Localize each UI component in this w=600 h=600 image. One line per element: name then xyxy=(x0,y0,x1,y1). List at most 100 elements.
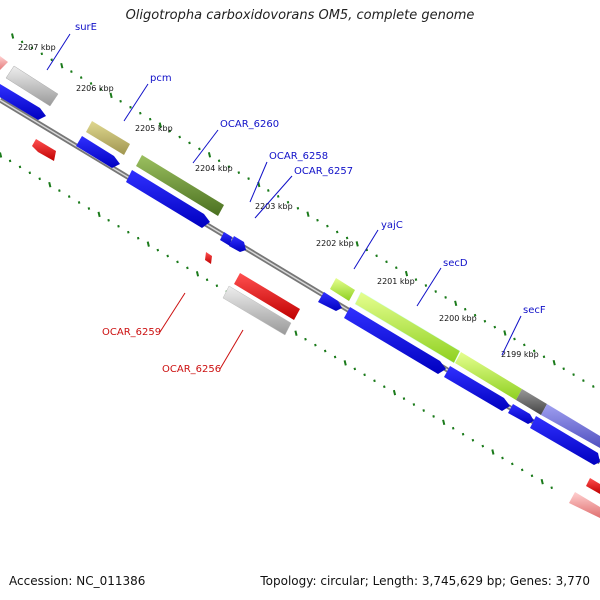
gene-label-ocar6256: OCAR_6256 xyxy=(162,364,221,375)
tick-mark xyxy=(513,337,516,341)
tick-mark xyxy=(136,236,140,240)
gene-label-yajC: yajC xyxy=(381,220,403,231)
gene-bar-gray xyxy=(0,56,8,70)
tick-mark xyxy=(8,159,12,163)
tick-mark xyxy=(77,201,81,204)
tick-mark xyxy=(0,152,3,158)
accession-text: Accession: NC_011386 xyxy=(9,574,146,588)
forward-arrow-secF-2 xyxy=(530,416,600,465)
scale-labels: 2207 kbp 2206 kbp 2205 kbp 2204 kbp 2203… xyxy=(18,43,539,359)
tick-mark xyxy=(314,343,317,347)
gene-bar-ocar6256-red xyxy=(234,273,300,320)
tick-mark xyxy=(402,397,406,400)
tick-mark xyxy=(119,99,122,103)
tick-mark xyxy=(532,349,536,353)
reverse-arrow-1 xyxy=(32,139,56,161)
tick-mark xyxy=(463,307,467,311)
tick-mark xyxy=(186,266,189,270)
tick-mark xyxy=(60,62,64,69)
tick-mark xyxy=(87,207,91,210)
gene-label-pcm: pcm xyxy=(150,73,172,84)
tick-mark xyxy=(215,284,219,288)
tick-mark xyxy=(276,195,280,198)
gene-label-ocar6259: OCAR_6259 xyxy=(102,327,161,338)
tick-mark xyxy=(198,147,201,151)
tick-mark xyxy=(523,343,526,347)
tick-mark xyxy=(127,230,130,234)
tick-mark xyxy=(168,129,172,133)
tick-mark xyxy=(79,76,83,79)
tick-mark xyxy=(511,462,514,466)
tick-mark xyxy=(30,46,34,50)
tick-mark xyxy=(117,224,120,228)
tick-mark xyxy=(363,373,366,377)
forward-arrow-ocar6258 xyxy=(220,232,232,246)
tick-mark xyxy=(296,206,300,210)
tick-mark xyxy=(471,438,475,442)
tick-mark xyxy=(40,52,44,56)
tick-mark xyxy=(343,360,347,366)
tick-mark xyxy=(107,218,110,222)
forward-arrow-surE xyxy=(0,84,46,120)
map-title: Oligotropha carboxidovorans OM5, complet… xyxy=(125,8,475,23)
gene-bar-ocar6260 xyxy=(136,155,224,216)
tick-mark xyxy=(540,478,544,485)
tick-mark xyxy=(345,236,349,240)
reverse-arrow-ocar6259 xyxy=(205,252,212,264)
tick-mark xyxy=(207,152,212,158)
scale-label: 2206 kbp xyxy=(76,84,114,93)
tick-mark xyxy=(176,260,179,264)
tick-mark xyxy=(333,355,337,359)
tick-mark xyxy=(306,211,310,217)
gene-bar-surE xyxy=(5,65,59,107)
gene-label-ocar6258: OCAR_6258 xyxy=(269,151,328,162)
tick-mark xyxy=(552,359,556,366)
feature-bars xyxy=(0,56,600,518)
gene-label-secF: secF xyxy=(523,305,546,316)
tick-mark xyxy=(542,355,546,359)
forward-arrow-secD xyxy=(344,307,446,374)
tick-mark xyxy=(461,432,465,436)
gene-bar-yajC xyxy=(330,278,355,301)
tick-mark xyxy=(67,195,71,198)
gene-bar-secF xyxy=(541,404,600,448)
forward-arrow-yajC xyxy=(318,292,342,311)
tick-mark xyxy=(373,379,376,383)
tick-mark xyxy=(385,260,388,264)
tick-mark xyxy=(483,319,487,323)
tick-mark xyxy=(129,105,132,109)
forward-gene-arrows xyxy=(0,84,600,465)
tick-mark xyxy=(50,58,53,62)
tick-mark xyxy=(503,330,507,336)
gene-label-ocar6257: OCAR_6257 xyxy=(294,166,353,177)
forward-arrow-ocar6260 xyxy=(126,170,210,228)
tick-mark xyxy=(148,117,152,121)
tick-mark xyxy=(562,367,565,371)
tick-mark xyxy=(473,313,477,317)
tick-mark xyxy=(48,181,52,188)
tick-mark xyxy=(158,122,162,128)
gene-bar-secF-dark xyxy=(516,389,547,415)
tick-mark xyxy=(58,189,61,192)
tick-mark xyxy=(432,415,435,418)
tick-mark xyxy=(28,171,32,175)
tick-mark xyxy=(156,248,160,252)
scale-label: 2207 kbp xyxy=(18,43,56,52)
tick-mark xyxy=(146,241,150,247)
tick-mark xyxy=(237,171,241,174)
topology-summary: Topology: circular; Length: 3,745,629 bp… xyxy=(260,574,590,588)
tick-mark xyxy=(205,278,209,282)
tick-mark xyxy=(227,165,231,169)
gene-label-surE: surE xyxy=(75,22,97,33)
leader-lines xyxy=(46,33,522,370)
gene-labels: surE pcm OCAR_6260 OCAR_6258 OCAR_6257 y… xyxy=(75,22,546,375)
tick-mark xyxy=(99,88,103,91)
tick-mark xyxy=(582,379,585,382)
tick-mark xyxy=(501,456,504,460)
tick-mark xyxy=(316,218,319,222)
tick-mark xyxy=(353,367,357,371)
tick-mark xyxy=(491,449,495,455)
gene-label-secD: secD xyxy=(443,258,468,269)
reverse-gene-arrows xyxy=(32,139,600,494)
gene-bar-secD-2 xyxy=(455,352,522,400)
